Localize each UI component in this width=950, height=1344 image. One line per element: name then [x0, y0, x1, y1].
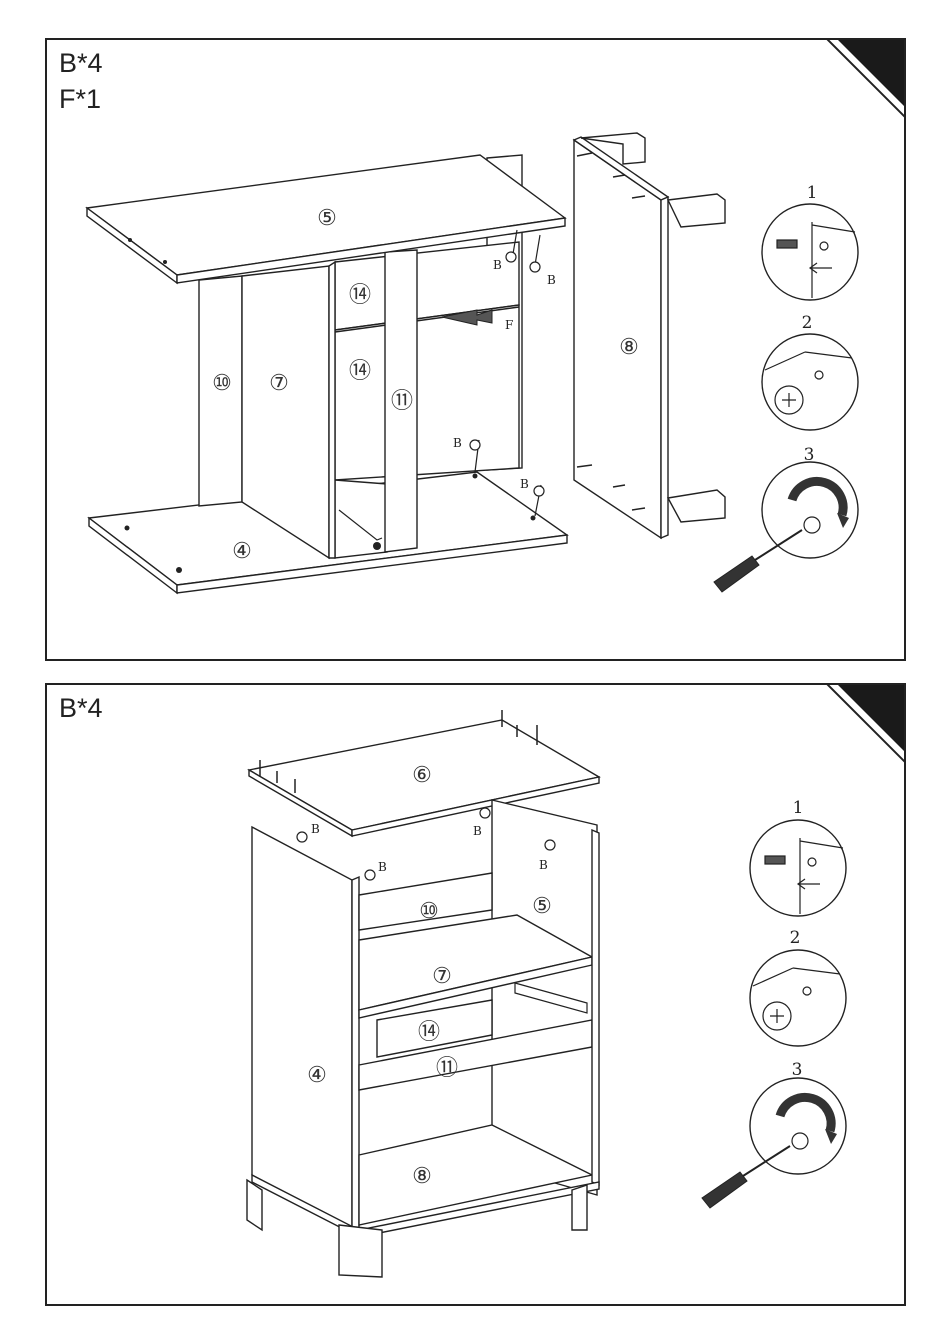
part-label-top: ⑥ [412, 763, 432, 788]
part-label-side-left: ⑩ [212, 371, 232, 396]
callout-b: B [378, 860, 387, 874]
assembly-step-panel-2: B*4 [45, 683, 906, 1306]
leg [572, 1185, 587, 1230]
part-label-side-right: ⑧ [619, 335, 639, 360]
detail-step-1: 1 [793, 798, 804, 818]
detail-circle-2 [750, 950, 846, 1046]
part-label-divider: ⑪ [391, 389, 413, 414]
assembly-step-panel-1: B*4 F*1 [45, 38, 906, 661]
detail-circle-2 [762, 334, 858, 430]
callout-b: B [547, 273, 556, 287]
leg [339, 1225, 382, 1277]
part-label-rail: ⑪ [436, 1056, 458, 1081]
callout-b: B [520, 477, 529, 491]
part-label-shelf-lower: ⑭ [349, 359, 371, 384]
callout-b: B [493, 258, 502, 272]
part-label-top: ⑤ [317, 206, 337, 231]
detail-step-3: 3 [792, 1060, 803, 1080]
callout-b: B [453, 436, 462, 450]
part-label-drawer-front: ⑭ [418, 1020, 440, 1045]
side-panel-right [574, 140, 661, 538]
part-label-side-right: ⑤ [532, 894, 552, 919]
exploded-diagram-2: ⑥ ④ ⑤ ⑩ ⑦ ⑭ ⑪ ⑧ B B B B [47, 685, 904, 1304]
detail-circle-1 [762, 204, 858, 300]
callout-b: B [311, 822, 320, 836]
detail-circle-1 [750, 820, 846, 916]
detail-step-2: 2 [790, 928, 801, 948]
part-label-bottom: ⑧ [412, 1164, 432, 1189]
part-label-back-upper: ⑩ [419, 899, 439, 924]
part-label-side-left: ④ [307, 1063, 327, 1088]
callout-f: F [505, 318, 513, 332]
part-label-bottom: ④ [232, 539, 252, 564]
detail-step-2: 2 [802, 313, 813, 333]
detail-step-3: 3 [804, 445, 815, 465]
callout-b: B [473, 824, 482, 838]
part-label-back: ⑦ [269, 371, 289, 396]
callout-b: B [539, 858, 548, 872]
part-label-shelf-upper: ⑭ [349, 283, 371, 308]
exploded-diagram-1: ⑤ ⑩ ⑦ ⑭ ⑭ ⑪ ④ ⑧ B B F B B [47, 40, 904, 659]
side-panel-left [252, 827, 352, 1230]
part-label-shelf: ⑦ [432, 964, 452, 989]
detail-step-1: 1 [807, 183, 818, 203]
